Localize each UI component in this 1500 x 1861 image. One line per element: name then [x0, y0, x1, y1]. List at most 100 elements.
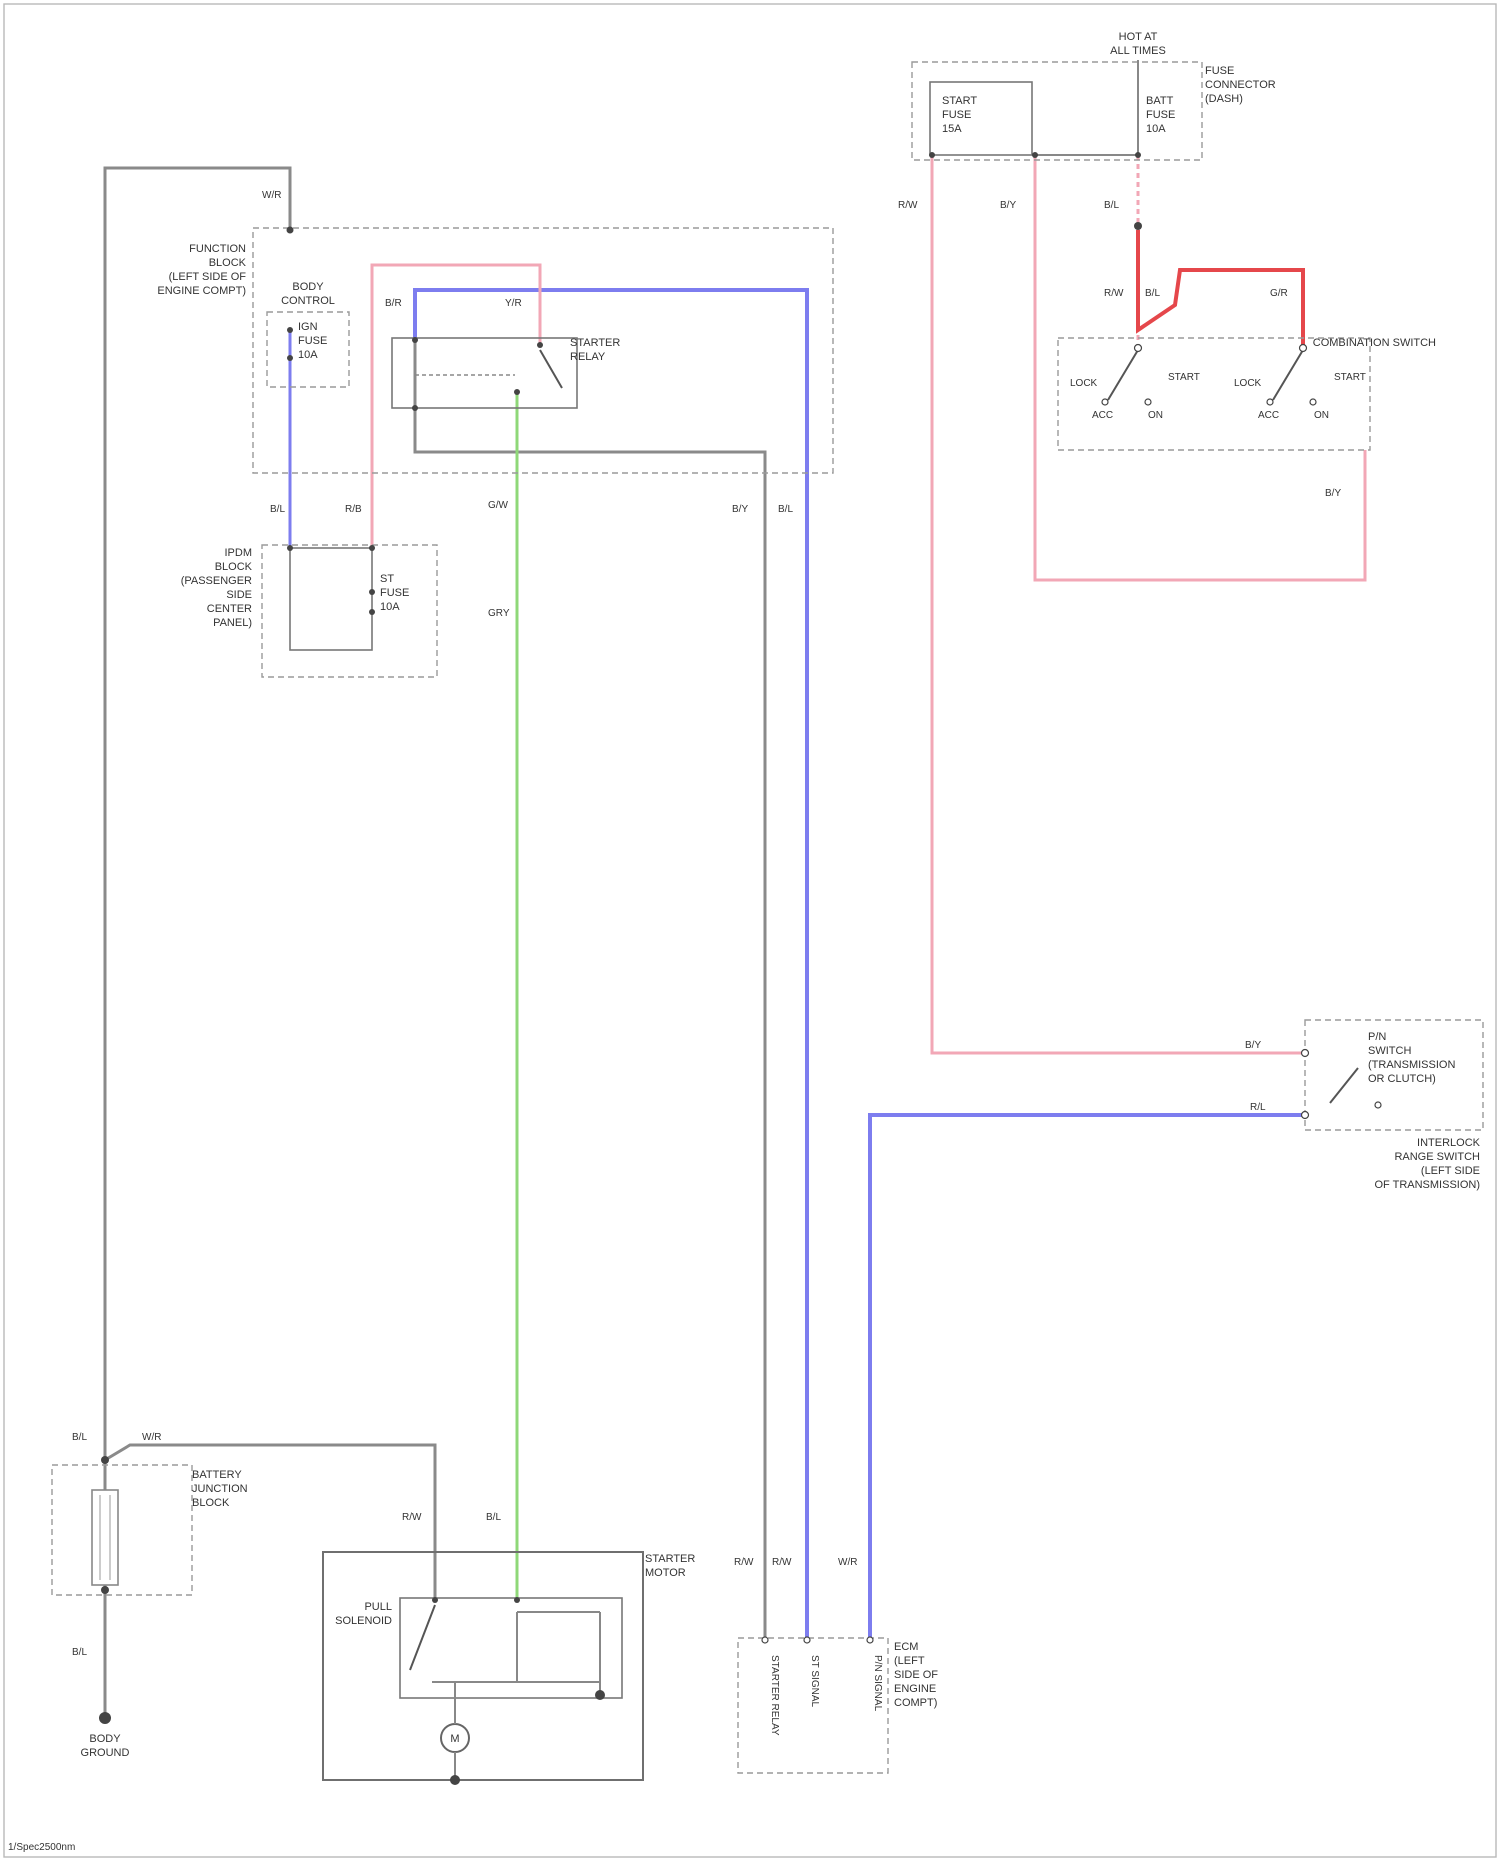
- starter-pin-4: [450, 1775, 460, 1785]
- wire-label: W/R: [838, 1557, 857, 1568]
- combo-pos-start-b: START: [1334, 372, 1366, 383]
- batt-fuse-label-1: BATT: [1146, 95, 1174, 107]
- fuse-panel-label-2: CONNECTOR: [1205, 79, 1276, 91]
- fuse-panel-pin-1: [929, 152, 935, 158]
- combo-switch-pin-1: [1135, 345, 1142, 352]
- ign-fuse-pin-top: [287, 227, 294, 234]
- starter-motor-box: [323, 1552, 643, 1780]
- fuse-panel-pin-3: [1135, 152, 1141, 158]
- solenoid-label-2: SOLENOID: [335, 1615, 392, 1627]
- combo-switch-pin-4: [1145, 399, 1151, 405]
- wire-label: B/L: [270, 504, 285, 515]
- starter-relay-pin-3: [514, 389, 520, 395]
- ecm-pin-3: [867, 1637, 873, 1643]
- ipdm-pin-2: [369, 545, 375, 551]
- ign-fuse-label-1: IGN: [298, 321, 318, 333]
- ign-fuse-pin-b: [287, 355, 293, 361]
- fuse-block-label-2: BLOCK: [209, 257, 247, 269]
- st-fuse-label-1: ST: [380, 573, 394, 585]
- ipdm-label-6: PANEL): [213, 617, 252, 629]
- combo-switch-label: COMBINATION SWITCH: [1313, 337, 1436, 349]
- wire-label: B/L: [486, 1512, 501, 1523]
- combo-pos-on-b: ON: [1314, 410, 1329, 421]
- fuse-panel-pin-2: [1032, 152, 1038, 158]
- start-fuse-label-3: 15A: [942, 123, 962, 135]
- pn-below-2: RANGE SWITCH: [1394, 1151, 1480, 1163]
- wire-label: G/R: [1270, 288, 1288, 299]
- body-control-label-1: BODY: [292, 281, 324, 293]
- ign-fuse-pin-a: [287, 327, 293, 333]
- pn-switch-pin-2: [1302, 1112, 1309, 1119]
- pn-switch-pin-3: [1375, 1102, 1381, 1108]
- battery-label-1: BATTERY: [192, 1469, 242, 1481]
- starter-relay-pin-1: [412, 337, 418, 343]
- wire-label: B/L: [1104, 200, 1119, 211]
- ipdm-pin-4: [369, 609, 375, 615]
- ecm-label-4: ENGINE: [894, 1683, 936, 1695]
- wire-label: R/W: [772, 1557, 792, 1568]
- start-fuse-label-1: START: [942, 95, 977, 107]
- wire-label: B/L: [778, 504, 793, 515]
- wire-label: GRY: [488, 608, 510, 619]
- pn-switch-contact: [1330, 1068, 1358, 1103]
- wire-gray-relay-ecm: [415, 340, 765, 1640]
- pn-below-4: OF TRANSMISSION): [1374, 1179, 1480, 1191]
- starter-motor-m: M: [450, 1733, 459, 1745]
- starter-relay-pin-2: [537, 342, 543, 348]
- battery-pin-top: [101, 1456, 109, 1464]
- wire-blue-pn-ecm: [870, 1115, 1305, 1640]
- ecm-label-3: SIDE OF: [894, 1669, 938, 1681]
- starter-switch: [410, 1605, 435, 1670]
- pn-switch-label-3: (TRANSMISSION: [1368, 1059, 1455, 1071]
- starter-relay-pin-4: [412, 405, 418, 411]
- ipdm-label-1: IPDM: [225, 547, 253, 559]
- combo-pos-acc-b: ACC: [1258, 410, 1279, 421]
- pn-switch-pin-1: [1302, 1050, 1309, 1057]
- ign-fuse-label-3: 10A: [298, 349, 318, 361]
- starter-pin-3: [595, 1690, 605, 1700]
- starter-pin-1: [432, 1597, 438, 1603]
- combo-pos-acc-a: ACC: [1092, 410, 1113, 421]
- st-fuse-label-3: 10A: [380, 601, 400, 613]
- wire-label: B/L: [1145, 288, 1160, 299]
- ipdm-label-2: BLOCK: [215, 561, 253, 573]
- ecm-label-2: (LEFT: [894, 1655, 925, 1667]
- combo-switch-b: [1273, 350, 1303, 400]
- wire-label: R/W: [1104, 288, 1124, 299]
- starter-relay-contact: [540, 350, 562, 388]
- wire-label: B/Y: [1245, 1040, 1261, 1051]
- st-fuse-label-2: FUSE: [380, 587, 409, 599]
- fuse-block-label-4: ENGINE COMPT): [157, 285, 246, 297]
- wire-label: Y/R: [505, 298, 522, 309]
- wire-label: R/W: [734, 1557, 754, 1568]
- body-ground-dot: [99, 1712, 111, 1724]
- fuse-block-label-1: FUNCTION: [189, 243, 246, 255]
- wire-label: B/L: [72, 1432, 87, 1443]
- wire-label: W/R: [262, 190, 281, 201]
- start-fuse-label-2: FUSE: [942, 109, 971, 121]
- ecm-pin-1: [762, 1637, 768, 1643]
- wire-label: B/Y: [732, 504, 748, 515]
- ipdm-pin-1: [287, 545, 293, 551]
- combo-switch-pin-5: [1267, 399, 1273, 405]
- combo-pos-start-a: START: [1168, 372, 1200, 383]
- footer-code: 1/Spec2500nm: [8, 1842, 75, 1853]
- pn-switch-label-2: SWITCH: [1368, 1045, 1411, 1057]
- fuse-panel-label-1: FUSE: [1205, 65, 1234, 77]
- batt-fuse-label-2: FUSE: [1146, 109, 1175, 121]
- starter-relay-box: [392, 338, 577, 408]
- ecm-pin-2: [804, 1637, 810, 1643]
- combo-switch-box: [1058, 338, 1370, 450]
- fuse-panel-splice: [1134, 222, 1142, 230]
- ipdm-box: [262, 545, 437, 677]
- fuse-panel-hot-1: HOT AT: [1119, 31, 1158, 43]
- battery-pin-bottom: [101, 1586, 109, 1594]
- pn-below-1: INTERLOCK: [1417, 1137, 1481, 1149]
- batt-fuse-label-3: 10A: [1146, 123, 1166, 135]
- fuse-panel-hot-2: ALL TIMES: [1110, 45, 1166, 57]
- pn-switch-label-1: P/N: [1368, 1031, 1386, 1043]
- wire-gray-battery-starter: [105, 1445, 435, 1600]
- body-control-label-2: CONTROL: [281, 295, 335, 307]
- wire-pink-combo-loop: [1035, 155, 1365, 580]
- ecm-label-5: COMPT): [894, 1697, 937, 1709]
